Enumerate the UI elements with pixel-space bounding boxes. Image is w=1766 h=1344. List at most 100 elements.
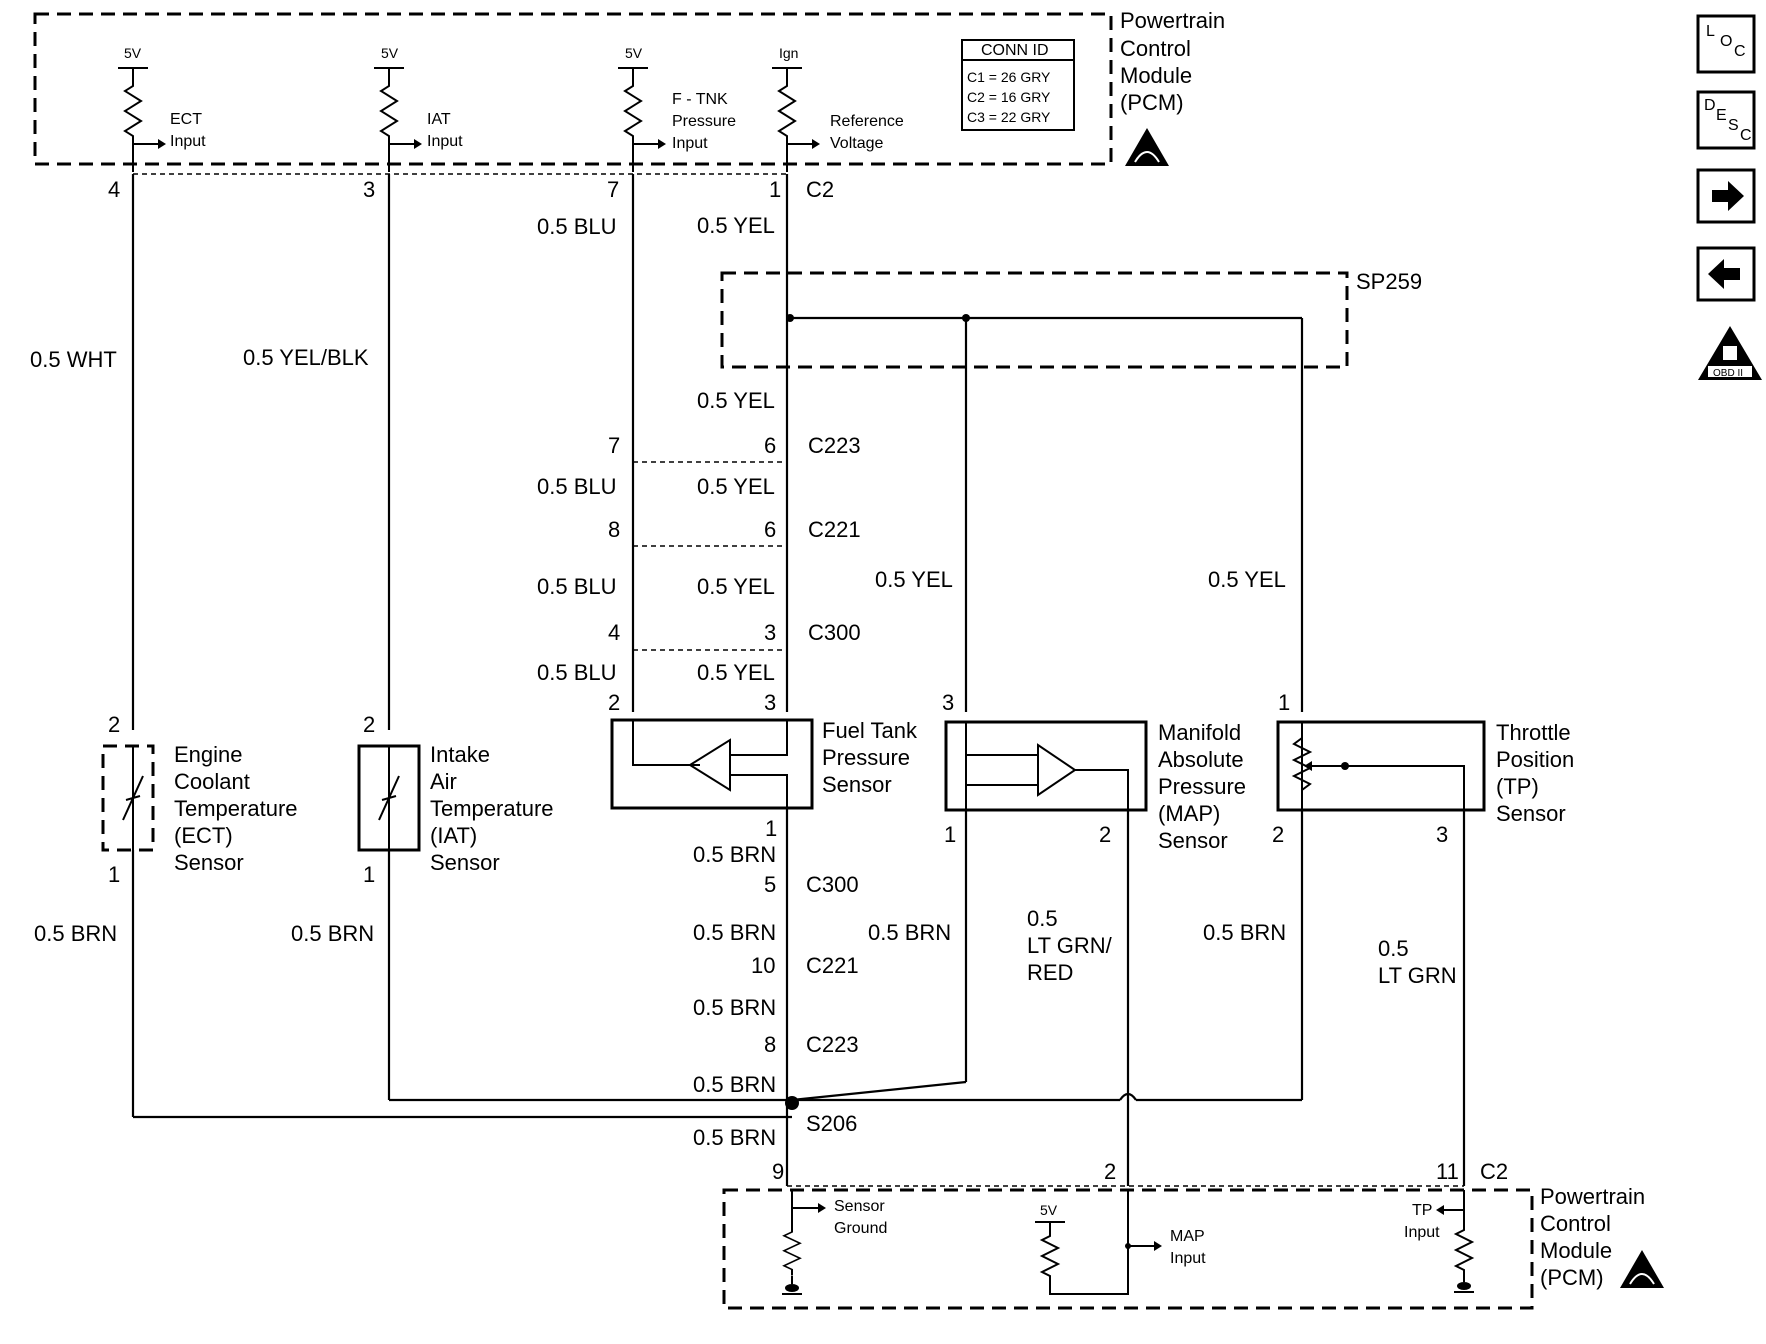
svg-text:C300: C300 xyxy=(808,620,861,645)
svg-text:0.5 WHT: 0.5 WHT xyxy=(30,347,117,372)
svg-text:Input: Input xyxy=(1170,1250,1206,1267)
svg-text:Reference: Reference xyxy=(830,113,904,130)
svg-text:1: 1 xyxy=(363,862,375,887)
connector-c223-lower: C223 xyxy=(806,1032,859,1057)
wire-map-signal: 0.5 LT GRN/ RED xyxy=(1027,810,1130,1186)
svg-text:Air: Air xyxy=(430,769,457,794)
svg-text:3: 3 xyxy=(764,620,776,645)
svg-text:0.5 BRN: 0.5 BRN xyxy=(1203,920,1286,945)
svg-text:(ECT): (ECT) xyxy=(174,823,233,848)
svg-text:5V: 5V xyxy=(124,45,142,61)
svg-text:D: D xyxy=(1704,97,1716,114)
svg-text:LT GRN/: LT GRN/ xyxy=(1027,933,1113,958)
svg-text:2: 2 xyxy=(363,712,375,737)
back-arrow-icon[interactable] xyxy=(1696,246,1756,302)
svg-text:Sensor: Sensor xyxy=(174,850,244,875)
svg-text:5V: 5V xyxy=(1040,1202,1058,1218)
svg-text:0.5 BRN: 0.5 BRN xyxy=(693,995,776,1020)
svg-text:Pressure: Pressure xyxy=(1158,774,1246,799)
c221-pin-10: 10 xyxy=(751,953,775,978)
svg-text:Input: Input xyxy=(427,133,463,150)
svg-text:3: 3 xyxy=(942,690,954,715)
svg-text:0.5 YEL: 0.5 YEL xyxy=(697,574,775,599)
pin-4: 4 xyxy=(108,177,120,202)
svg-text:C221: C221 xyxy=(808,517,861,542)
svg-text:O: O xyxy=(1720,33,1732,50)
connector-c300: 4 3 C300 xyxy=(608,620,861,651)
svg-text:0.5: 0.5 xyxy=(1378,936,1409,961)
wire-iat-signal: 0.5 YEL/BLK xyxy=(243,174,391,730)
pcm-reference-circuit: Ign Reference Voltage xyxy=(772,45,904,172)
obd2-icon[interactable]: OBD II xyxy=(1698,326,1762,380)
svg-text:11: 11 xyxy=(1436,1159,1459,1184)
svg-text:S: S xyxy=(1728,117,1739,134)
wire-reference-voltage: 0.5 YEL 0.5 YEL 0.5 YEL 0.5 YEL 0.5 YEL xyxy=(697,174,789,712)
svg-text:0.5 BRN: 0.5 BRN xyxy=(693,842,776,867)
map-sensor: 3 1 2 Manifold Absolute Pressure (MAP) S… xyxy=(942,690,1246,853)
svg-text:Engine: Engine xyxy=(174,742,243,767)
connector-c221-lower: C221 xyxy=(806,953,859,978)
svg-text:Pressure: Pressure xyxy=(822,745,910,770)
pcm-ect-circuit: 5V ECT Input xyxy=(118,45,206,172)
svg-text:Sensor: Sensor xyxy=(1496,801,1566,826)
connector-c221: 8 6 C221 xyxy=(608,517,861,547)
svg-text:(IAT): (IAT) xyxy=(430,823,477,848)
svg-text:0.5 YEL: 0.5 YEL xyxy=(697,388,775,413)
svg-text:0.5 YEL: 0.5 YEL xyxy=(697,213,775,238)
svg-text:0.5 BLU: 0.5 BLU xyxy=(537,474,617,499)
connector-c223: 7 6 C223 xyxy=(608,433,861,463)
svg-text:0.5 BLU: 0.5 BLU xyxy=(537,660,617,685)
svg-text:(PCM): (PCM) xyxy=(1120,90,1184,115)
svg-text:2: 2 xyxy=(1272,822,1284,847)
svg-text:Powertrain: Powertrain xyxy=(1120,8,1225,33)
fuel-tank-pressure-sensor: 2 3 1 Fuel Tank Pressure Sensor xyxy=(608,690,918,841)
svg-text:Input: Input xyxy=(170,133,206,150)
svg-text:2: 2 xyxy=(108,712,120,737)
svg-text:Sensor: Sensor xyxy=(430,850,500,875)
svg-text:Ground: Ground xyxy=(834,1220,887,1237)
svg-text:Intake: Intake xyxy=(430,742,490,767)
svg-text:LT GRN: LT GRN xyxy=(1378,963,1457,988)
svg-text:C223: C223 xyxy=(808,433,861,458)
svg-text:0.5 BRN: 0.5 BRN xyxy=(693,920,776,945)
svg-text:(PCM): (PCM) xyxy=(1540,1265,1604,1290)
pcm-tp-input: TP Input xyxy=(1404,1190,1475,1293)
svg-text:Fuel Tank: Fuel Tank xyxy=(822,718,918,743)
wire-tp-ref-label: 0.5 YEL xyxy=(1208,567,1286,592)
svg-text:C2 = 16 GRY: C2 = 16 GRY xyxy=(967,89,1051,105)
svg-text:Sensor: Sensor xyxy=(822,772,892,797)
svg-text:0.5 BRN: 0.5 BRN xyxy=(868,920,951,945)
svg-text:3: 3 xyxy=(1436,822,1448,847)
svg-text:C2: C2 xyxy=(1480,1159,1508,1184)
loc-icon[interactable]: L O C xyxy=(1696,14,1756,74)
svg-text:2: 2 xyxy=(1104,1159,1116,1184)
svg-text:Module: Module xyxy=(1120,63,1192,88)
svg-text:Position: Position xyxy=(1496,747,1574,772)
wire-map-ground: 0.5 BRN xyxy=(791,810,968,1102)
svg-text:0.5 YEL: 0.5 YEL xyxy=(697,474,775,499)
svg-text:Pressure: Pressure xyxy=(672,113,736,130)
svg-text:(TP): (TP) xyxy=(1496,774,1539,799)
svg-text:2: 2 xyxy=(608,690,620,715)
svg-text:(MAP): (MAP) xyxy=(1158,801,1220,826)
svg-text:Powertrain: Powertrain xyxy=(1540,1184,1645,1209)
pin-7: 7 xyxy=(607,177,619,202)
svg-text:Sensor: Sensor xyxy=(1158,828,1228,853)
svg-text:0.5 YEL: 0.5 YEL xyxy=(697,660,775,685)
svg-text:Module: Module xyxy=(1540,1238,1612,1263)
svg-text:C: C xyxy=(1734,43,1746,60)
connector-c2-label: C2 xyxy=(806,177,834,202)
svg-text:OBD II: OBD II xyxy=(1713,368,1743,379)
svg-text:Sensor: Sensor xyxy=(834,1198,885,1215)
desc-icon[interactable]: D E S C xyxy=(1696,90,1756,150)
svg-text:Throttle: Throttle xyxy=(1496,720,1571,745)
svg-text:1: 1 xyxy=(108,862,120,887)
forward-arrow-icon[interactable] xyxy=(1696,168,1756,224)
svg-text:9: 9 xyxy=(772,1159,784,1184)
svg-text:Control: Control xyxy=(1120,36,1191,61)
svg-text:0.5 BLU: 0.5 BLU xyxy=(537,574,617,599)
tp-sensor: 1 2 3 Throttle Position (TP) Sensor xyxy=(1272,690,1574,847)
pcm-sensor-ground: Sensor Ground xyxy=(781,1190,887,1295)
pcm-top-title: Powertrain Control Module (PCM) xyxy=(1120,8,1225,115)
svg-text:Input: Input xyxy=(1404,1224,1440,1241)
